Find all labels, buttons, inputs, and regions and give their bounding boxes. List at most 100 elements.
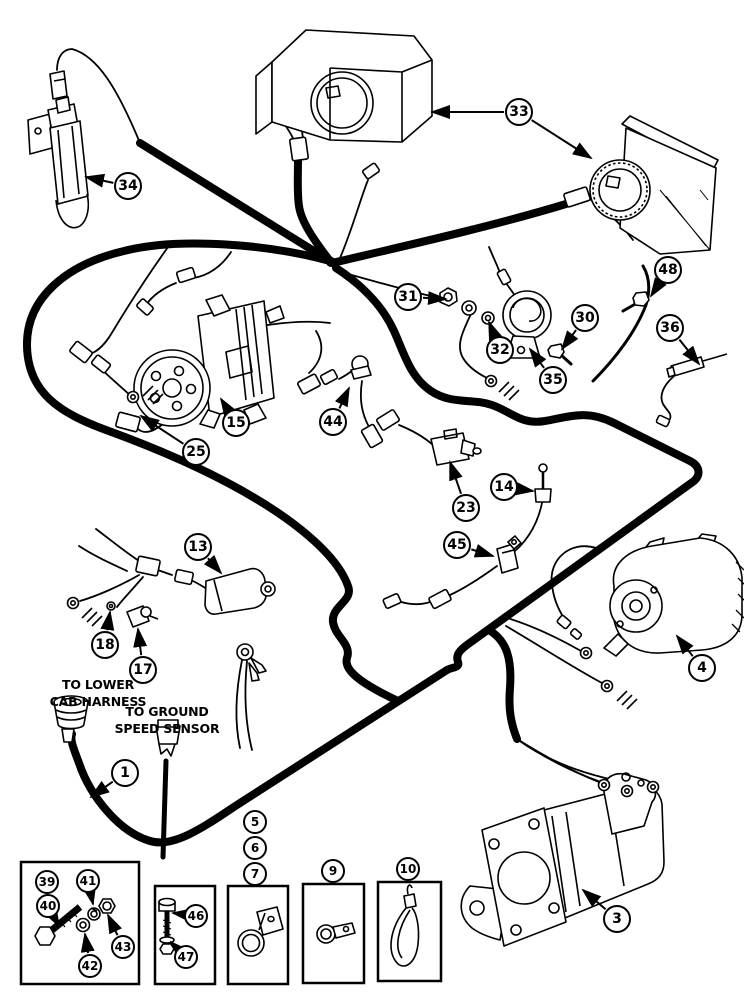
- callout-15: 15: [222, 409, 250, 437]
- callout-arrow-46: [171, 908, 192, 923]
- washer-18: [106, 601, 116, 611]
- callout-13: 13: [184, 533, 212, 561]
- bolt-48: [632, 291, 650, 307]
- callout-9: 9: [321, 859, 345, 883]
- callout-arrow-18: [100, 610, 115, 631]
- callout-47: 47: [174, 945, 198, 969]
- callout-10: 10: [396, 857, 420, 881]
- callout-arrow-23: [449, 460, 463, 495]
- callout-40: 40: [36, 894, 60, 918]
- sender-23: [430, 428, 482, 466]
- callout-arrow-3: [581, 888, 607, 911]
- callout-arrow-36: [678, 339, 701, 366]
- components: [27, 29, 744, 947]
- nut-31: [439, 287, 458, 307]
- callout-arrow-41: [82, 884, 97, 906]
- starter: [460, 772, 665, 947]
- callout-arrow-31: [422, 291, 448, 306]
- main-harness: [22, 139, 703, 847]
- callout-arrow-32: [488, 320, 503, 342]
- solenoid-13: [204, 567, 276, 615]
- callout-4: 4: [688, 654, 716, 682]
- cab-harness-connector: [53, 695, 89, 743]
- callout-33: 33: [505, 98, 533, 126]
- callout-18: 18: [91, 631, 119, 659]
- callout-arrow-17: [133, 627, 148, 656]
- callout-35: 35: [539, 366, 567, 394]
- box-contents: [34, 884, 420, 967]
- callout-31: 31: [394, 283, 422, 311]
- callout-arrow-42: [80, 932, 95, 954]
- ring-terminals: [66, 374, 660, 798]
- callout-36: 36: [656, 314, 684, 342]
- ring-terminal-31: [461, 300, 477, 316]
- pressure-switch-44: [350, 355, 372, 380]
- callout-34: 34: [114, 172, 142, 200]
- connectors: [69, 136, 671, 640]
- callout-arrow-1: [89, 780, 114, 799]
- callout-arrow-44: [335, 386, 350, 409]
- callout-46: 46: [184, 904, 208, 928]
- callout-44: 44: [319, 408, 347, 436]
- callout-41: 41: [76, 869, 100, 893]
- callout-arrow-43: [107, 913, 122, 936]
- box-hardware-46-47: [153, 884, 217, 986]
- callout-5: 5: [243, 810, 267, 834]
- callout-23: 23: [452, 494, 480, 522]
- callout-arrow-34: [84, 173, 114, 188]
- probe-14: [534, 463, 552, 503]
- label-line: TO LOWER: [61, 677, 135, 692]
- lamp-housing-front: [255, 29, 433, 143]
- box-cable-tie-10: [376, 880, 443, 983]
- ground-speed-connector: [155, 719, 181, 757]
- clamp-45: [496, 535, 522, 574]
- callout-45: 45: [443, 531, 471, 559]
- callout-arrow-45: [471, 544, 495, 558]
- box-hardware-39-43: [19, 860, 141, 986]
- switch-17: [126, 605, 159, 628]
- callout-arrow-33: [531, 119, 593, 160]
- callout-arrow-47: [169, 940, 189, 960]
- ac-compressor: [133, 294, 285, 429]
- callout-arrow-48: [649, 277, 667, 298]
- ground-speed-branch: [160, 758, 169, 860]
- callout-6: 6: [243, 836, 267, 860]
- callout-17: 17: [129, 656, 157, 684]
- callout-arrows: [44, 105, 701, 960]
- callout-arrow-40: [44, 906, 60, 928]
- label-line: CAB HARNESS: [49, 694, 147, 709]
- ground-symbols: [81, 381, 638, 710]
- alternator: [603, 533, 744, 657]
- callout-1: 1: [111, 759, 139, 787]
- callout-arrow-13: [203, 554, 223, 575]
- probe-36: [666, 353, 728, 378]
- callout-42: 42: [78, 954, 102, 978]
- callout-7: 7: [243, 862, 267, 886]
- box-clamp-5-6-7: [226, 884, 290, 986]
- callout-arrow-30: [560, 329, 579, 351]
- callout-30: 30: [571, 304, 599, 332]
- callout-43: 43: [111, 935, 135, 959]
- bolt-30: [547, 343, 565, 359]
- label-to-ground-speed-sensor: TO GROUND SPEED SENSOR: [115, 703, 220, 737]
- callout-48: 48: [654, 256, 682, 284]
- callout-arrow-25: [139, 414, 184, 445]
- callout-39: 39: [35, 870, 59, 894]
- callout-arrow-15: [219, 397, 237, 418]
- callout-arrow-35: [528, 347, 547, 369]
- reservoir-34: [27, 70, 90, 229]
- washer-32: [481, 311, 495, 325]
- callout-25: 25: [182, 438, 210, 466]
- label-line: SPEED SENSOR: [114, 721, 220, 736]
- parts-boxes: [19, 860, 443, 986]
- lamp-housing-side: [589, 115, 719, 255]
- label-line: TO GROUND: [125, 704, 209, 719]
- callout-14: 14: [490, 473, 518, 501]
- callout-3: 3: [603, 905, 631, 933]
- callout-arrow-14: [514, 481, 535, 496]
- pigtail-connector: [236, 643, 267, 682]
- callout-32: 32: [486, 336, 514, 364]
- callout-arrow-4: [675, 634, 694, 657]
